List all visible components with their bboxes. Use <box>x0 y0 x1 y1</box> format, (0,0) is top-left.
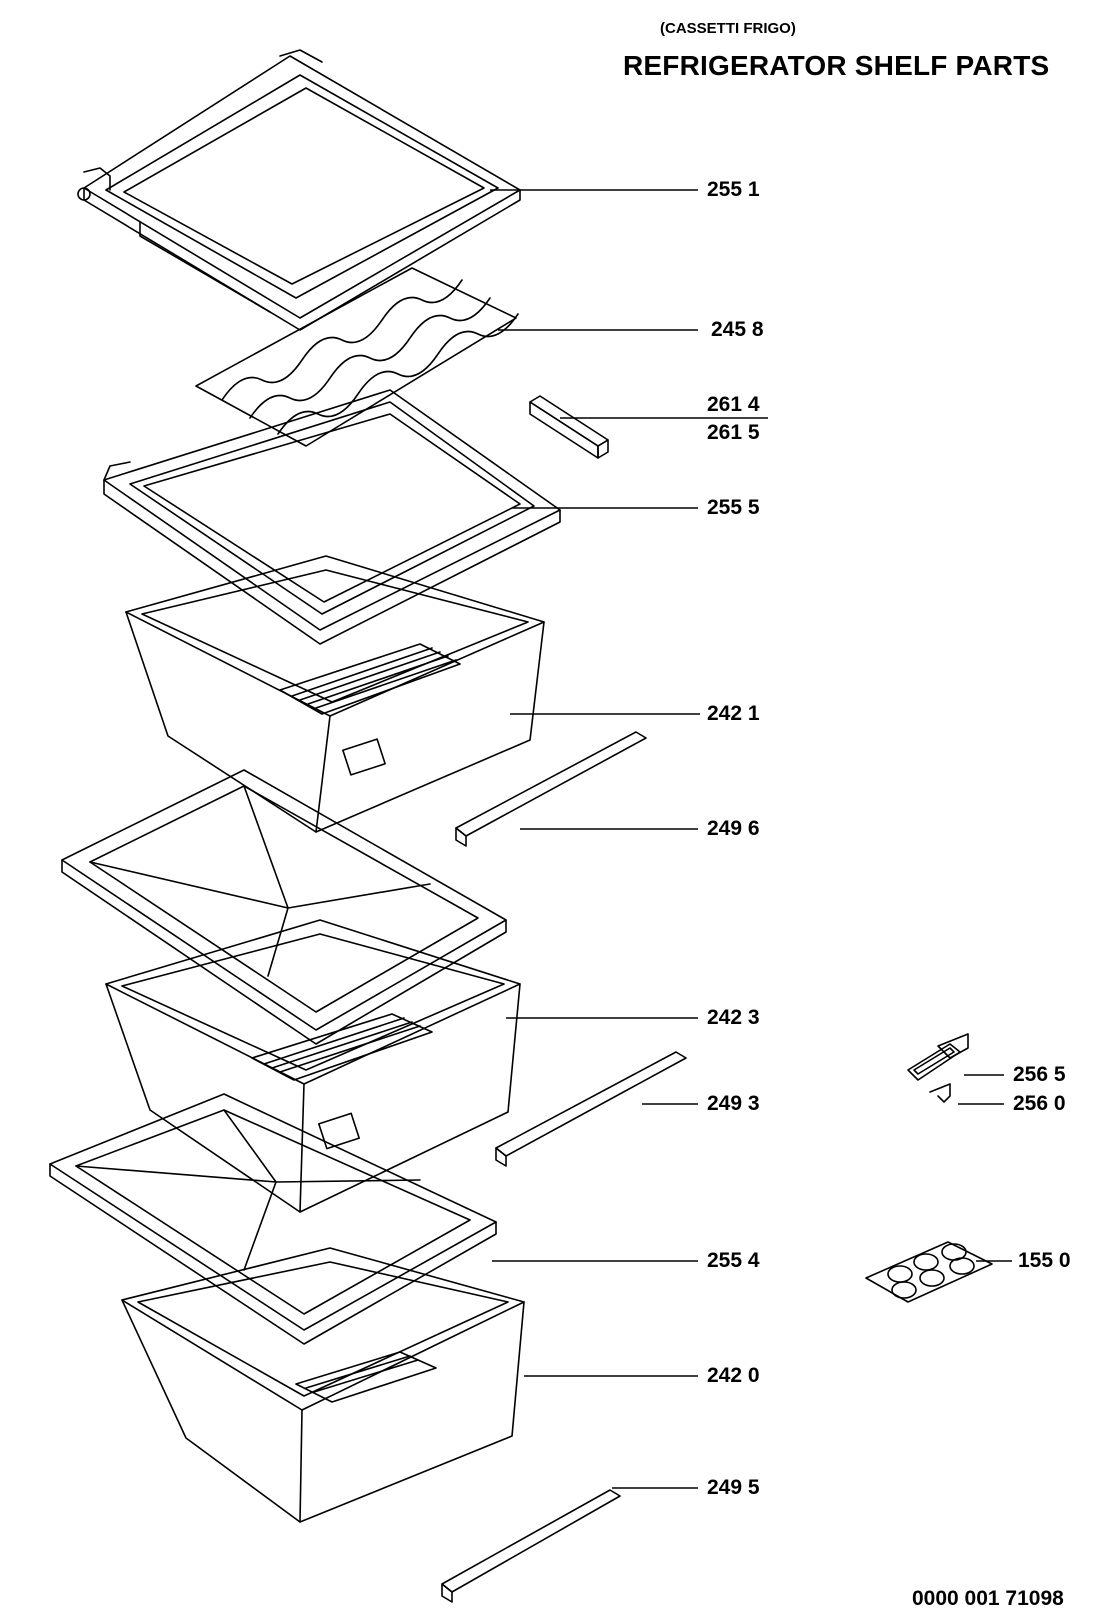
part-label-2495: 249 5 <box>707 1476 760 1499</box>
document-number: 0000 001 71098 <box>912 1587 1064 1610</box>
rail-upper-part <box>455 731 647 847</box>
part-label-2551: 255 1 <box>707 178 760 201</box>
part-label-2493: 249 3 <box>707 1092 760 1115</box>
crisper-drawer-upper-part <box>125 555 545 833</box>
bracket-part <box>529 395 609 459</box>
part-label-2560: 256 0 <box>1013 1092 1066 1115</box>
part-label-2614: 261 4 <box>707 393 760 416</box>
part-label-2554: 255 4 <box>707 1249 760 1272</box>
part-label-2555: 255 5 <box>707 496 760 519</box>
crisper-drawer-lower-part <box>121 1247 525 1523</box>
diagram-subtitle: (CASSETTI FRIGO) <box>660 20 796 37</box>
part-label-2565: 256 5 <box>1013 1063 1066 1086</box>
part-label-2496: 249 6 <box>707 817 760 840</box>
part-label-2420: 242 0 <box>707 1364 760 1387</box>
divider-frame-lower-part <box>49 1093 497 1345</box>
part-label-2458: 245 8 <box>711 318 764 341</box>
part-label-2423: 242 3 <box>707 1006 760 1029</box>
part-label-2421: 242 1 <box>707 702 760 725</box>
diagram-title: REFRIGERATOR SHELF PARTS <box>623 50 1050 81</box>
part-label-2615: 261 5 <box>707 421 760 444</box>
crisper-cover-part <box>103 389 561 645</box>
divider-frame-upper <box>61 769 507 1045</box>
rail-lower-part <box>441 1489 621 1603</box>
clip-parts <box>907 1033 969 1103</box>
bottle-rack-part <box>195 267 519 447</box>
leader-lines <box>490 189 1012 1489</box>
crisper-drawer-middle-part <box>105 919 521 1213</box>
part-label-1550: 155 0 <box>1018 1249 1071 1272</box>
egg-tray-part <box>865 1241 993 1303</box>
rail-middle-part <box>495 1051 687 1167</box>
